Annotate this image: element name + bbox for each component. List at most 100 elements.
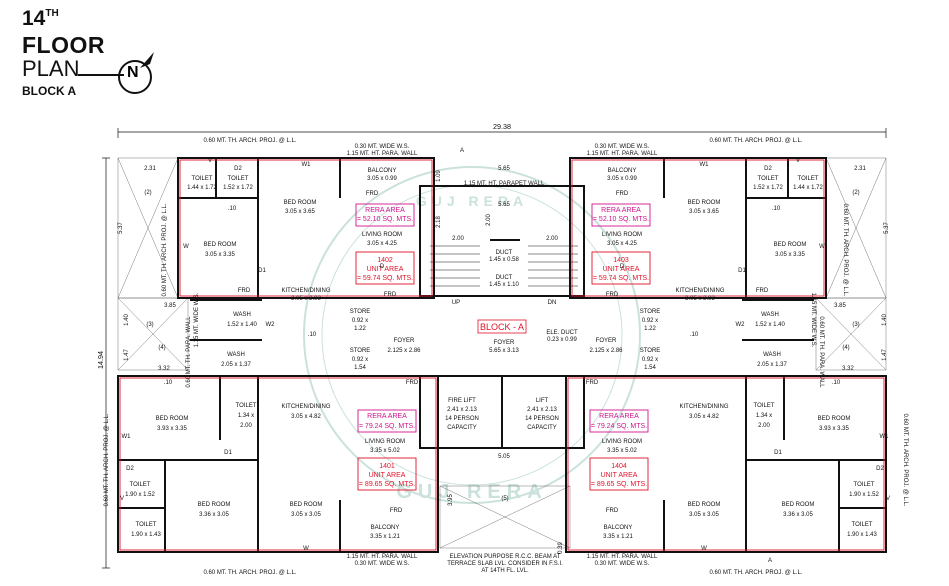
watermark-text-top: GUJ RERA [416, 193, 528, 209]
tr-living-label: LIVING ROOM [602, 232, 642, 238]
tl-toilet1-dim: 1.44 x 1.72 [187, 185, 217, 191]
u1403-area-frame [591, 251, 651, 285]
tag-w-3: W [303, 546, 309, 552]
tag-frd-10: FRD [756, 288, 769, 294]
dim-200-right: 2.00 [546, 236, 558, 242]
tl-toilet2-label: TOILET [228, 176, 249, 182]
dim-200-left: 2.00 [452, 236, 464, 242]
br-bed3-dim: 3.93 x 3.35 [819, 426, 849, 432]
void-2-right: (2) [852, 190, 859, 196]
dim-537-left: 5.37 [118, 222, 124, 234]
bl-toilet4-label: TOILET [130, 482, 151, 488]
u1402-number: 1402 [377, 257, 393, 264]
label-ws-top-left: 0.30 MT. WIDE W.S. [355, 144, 410, 150]
br-living-label: LIVING ROOM [602, 439, 642, 445]
foyer-right-dim: 2.125 x 2.86 [589, 348, 623, 354]
label-parapet-wall: 1.15 MT. HT. PARAPET WALL [464, 181, 545, 187]
lift-dim: 2.41 x 2.13 [527, 407, 557, 413]
br-balcony-dim: 3.35 x 1.21 [603, 534, 633, 540]
u1402-rera-label: RERA AREA [365, 207, 405, 214]
dim-140-left: 1.40 [124, 314, 130, 326]
u1404-rera-label: RERA AREA [599, 413, 639, 420]
tl-toilet1-label: TOILET [192, 176, 213, 182]
store-bl-dim-a: 0.92 x [352, 357, 368, 363]
title-floor: FLOOR [22, 32, 105, 58]
dim-010-4: .10 [690, 332, 699, 338]
foyer-left-dim: 2.125 x 2.86 [387, 348, 421, 354]
label-ws-left: 1.15 MT. WIDE W.S. [194, 292, 200, 347]
store-tl-dim-a: 0.92 x [352, 318, 368, 324]
u1402-rera-value: = 52.10 SQ. MTS. [357, 216, 413, 223]
label-proj-left: 0.60 MT. TH. ARCH. PROJ. @ L.L. [162, 203, 168, 296]
stair-up: UP [452, 300, 460, 306]
tag-d2-4: D2 [876, 466, 884, 472]
fire-lift-cap1: 14 PERSON [445, 416, 479, 422]
label-proj-right: 0.60 MT. TH. ARCH. PROJ. @ L.L. [842, 203, 848, 296]
br-bed4-dim: 3.36 x 3.05 [783, 512, 813, 518]
tr-balcony-label: BALCONY [608, 168, 637, 174]
bl-bed3-label: BED ROOM [156, 416, 189, 422]
lift-cap1: 14 PERSON [525, 416, 559, 422]
br-bed5-dim: 3.05 x 3.05 [689, 512, 719, 518]
dim-332-left: 3.32 [158, 366, 170, 372]
store-tl-dim-b: 1.22 [354, 326, 366, 332]
label-para-bottom-left: 1.15 MT. HT. PARA. WALL [347, 554, 418, 560]
elec-duct-dim: 0.23 x 0.99 [547, 337, 577, 343]
duct-dim-2: 1.45 x 1.10 [489, 282, 519, 288]
tag-frd-3: FRD [384, 292, 397, 298]
tr-wash-label: WASH [761, 312, 779, 318]
tag-d-2: D [620, 264, 625, 270]
foyer-right-label: FOYER [596, 338, 617, 344]
tr-balcony-dim: 3.05 x 0.99 [607, 176, 637, 182]
overall-height: 14.94 [96, 351, 105, 369]
tag-frd-8: FRD [606, 508, 619, 514]
tag-w-1: W [183, 244, 189, 250]
dim-140-right: 1.40 [882, 314, 888, 326]
tag-frd-9: FRD [238, 288, 251, 294]
bl-bed4-label: BED ROOM [198, 502, 231, 508]
tr-wash-dim: 1.52 x 1.40 [755, 322, 785, 328]
staircase [430, 245, 578, 287]
bl-toilet5-dim: 1.90 x 1.43 [131, 532, 161, 538]
block-label-frame [477, 319, 527, 334]
br-bed3-label: BED ROOM [818, 416, 851, 422]
tr-bed2-dim: 3.05 x 3.35 [775, 252, 805, 258]
void-2-left: (2) [144, 190, 151, 196]
label-ws-bottom-left: 0.30 MT. WIDE W.S. [355, 561, 410, 567]
stair-dn: DN [548, 300, 557, 306]
lift-label: LIFT [536, 398, 549, 404]
marker-a-bottom: A [768, 558, 772, 564]
void-4-left: (4) [158, 345, 165, 351]
dim-395: 3.95 [448, 494, 454, 506]
tag-v-4: V [886, 496, 890, 502]
br-toilet3-dim1: 1.34 x [756, 413, 772, 419]
tr-bed2-label: BED ROOM [774, 242, 807, 248]
tl-toilet2-dim: 1.52 x 1.72 [223, 185, 253, 191]
title-block: BLOCK A [22, 84, 77, 98]
dim-231-left: 2.31 [144, 166, 156, 172]
marker-a-top: A [460, 148, 464, 154]
store-br-label: STORE [640, 348, 661, 354]
tag-w1-4: W1 [880, 434, 890, 440]
dim-010-1: .10 [228, 206, 237, 212]
br-toilet3-dim2: 2.00 [758, 423, 770, 429]
tag-w1-2: W1 [700, 162, 710, 168]
bl-toilet3-dim2: 2.00 [240, 423, 252, 429]
store-br-dim-a: 0.92 x [642, 357, 658, 363]
br-bed5-label: BED ROOM [688, 502, 721, 508]
dim-565-inner: 5.65 [498, 202, 510, 208]
label-para-top-right: 1.15 MT. HT. PARA. WALL [587, 151, 658, 157]
title-plan: PLAN [22, 56, 80, 81]
watermark-text-bottom: GUJ RERA [396, 481, 547, 503]
tl-kitchen-label: KITCHEN/DINING [281, 288, 330, 294]
dim-039: 0.39 [558, 542, 564, 554]
bl-bed5-label: BED ROOM [290, 502, 323, 508]
dim-200-vertical: 2.00 [486, 214, 492, 226]
label-proj-left-bottom: 0.60 MT. TH. ARCH. PROJ. @ L.L. [104, 413, 110, 506]
store-bl-dim-c: 1.54 [354, 365, 366, 371]
tag-w-2: W [819, 244, 825, 250]
bl-wash-label: WASH [227, 352, 245, 358]
dim-385-right: 3.85 [834, 303, 846, 309]
br-bed4-label: BED ROOM [782, 502, 815, 508]
tag-d2-3: D2 [126, 466, 134, 472]
